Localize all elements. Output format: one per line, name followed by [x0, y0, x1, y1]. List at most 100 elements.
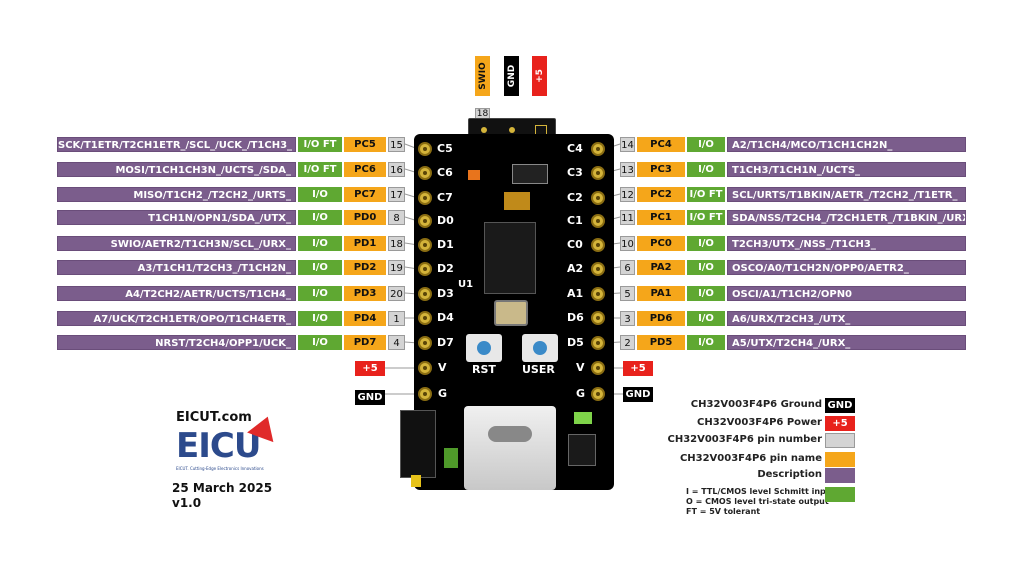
- mcu-chip: [484, 222, 536, 294]
- right-pin-description: A6/URX/T2CH3_/UTX_: [727, 311, 966, 326]
- right-pin-io-type: I/O: [687, 162, 725, 177]
- right-power-tag: +5: [623, 361, 653, 376]
- left-pin-number: 19: [388, 260, 405, 275]
- right-pin-io-type: I/O: [687, 137, 725, 152]
- right-pin-number: 13: [620, 162, 635, 177]
- right-pin-number: 5: [620, 286, 635, 301]
- left-ground-tag: GND: [355, 390, 385, 405]
- right-pin-number: 11: [620, 210, 635, 225]
- left-pad-label: C7: [437, 191, 453, 204]
- right-pad-label: D5: [567, 336, 584, 349]
- right-pin-description: SDA/NSS/T2CH4_/T2CH1ETR_/T1BKIN_/URX_: [727, 210, 966, 225]
- left-ground-pad: [418, 387, 432, 401]
- small-ic: [568, 434, 596, 466]
- logo: EICU: [176, 426, 261, 466]
- left-power-pad: [418, 361, 432, 375]
- header-plus5-tag: +5: [532, 56, 547, 96]
- switch-lever: [411, 475, 421, 487]
- left-pad-label: D2: [437, 262, 454, 275]
- left-power-tag: +5: [355, 361, 385, 376]
- left-pad: [418, 166, 432, 180]
- left-pad: [418, 191, 432, 205]
- user-label: USER: [522, 363, 555, 376]
- right-pin-number: 2: [620, 335, 635, 350]
- left-pad-label: D3: [437, 287, 454, 300]
- left-pin-description: MISO/T1CH2_/T2CH2_/URTS_: [57, 187, 296, 202]
- left-pin-description: SWIO/AETR2/T1CH3N/SCL_/URX_: [57, 236, 296, 251]
- right-pin-name: PC4: [637, 137, 685, 152]
- left-pin-io-type: I/O: [298, 286, 342, 301]
- left-pin-name: PD4: [344, 311, 386, 326]
- legend-power-text: CH32V003F4P6 Power: [697, 417, 822, 428]
- right-pin-name: PA2: [637, 260, 685, 275]
- left-pin-description: SCK/T1ETR/T2CH1ETR_/SCL_/UCK_/T1CH3_: [57, 137, 296, 152]
- diode: [512, 164, 548, 184]
- right-pin-name: PC1: [637, 210, 685, 225]
- right-pin-name: PC0: [637, 236, 685, 251]
- left-pin-name: PD0: [344, 210, 386, 225]
- legend-ground-text: CH32V003F4P6 Ground: [690, 399, 822, 410]
- right-pin-io-type: I/O FT: [687, 187, 725, 202]
- left-pin-name: PD3: [344, 286, 386, 301]
- left-pin-number: 17: [388, 187, 405, 202]
- right-pin-number: 10: [620, 236, 635, 251]
- left-pin-number: 18: [388, 236, 405, 251]
- left-pin-description: A4/T2CH2/AETR/UCTS/T1CH4_: [57, 286, 296, 301]
- voltage-regulator: [504, 192, 530, 210]
- left-pin-description: NRST/T2CH4/OPP1/UCK_: [57, 335, 296, 350]
- left-pad-label: D4: [437, 311, 454, 324]
- right-pad-label: C1: [567, 214, 583, 227]
- crystal: [494, 300, 528, 326]
- left-pin-io-type: I/O: [298, 335, 342, 350]
- release-date: 25 March 2025: [172, 481, 273, 495]
- rst-label: RST: [472, 363, 496, 376]
- left-pin-name: PC6: [344, 162, 386, 177]
- left-pin-number: 20: [388, 286, 405, 301]
- right-pin-io-type: I/O: [687, 335, 725, 350]
- right-pin-description: T2CH3/UTX_/NSS_/T1CH3_: [727, 236, 966, 251]
- right-pin-name: PC3: [637, 162, 685, 177]
- right-pad-label: A1: [567, 287, 584, 300]
- legend-note-ft: FT = 5V tolerant: [686, 507, 761, 516]
- left-pad-label: D7: [437, 336, 454, 349]
- legend-io-swatch: [825, 487, 855, 502]
- left-pin-number: 16: [388, 162, 405, 177]
- left-pad: [418, 142, 432, 156]
- left-pin-name: PD1: [344, 236, 386, 251]
- left-pin-description: A7/UCK/T2CH1ETR/OPO/T1CH4ETR_: [57, 311, 296, 326]
- right-ground-tag: GND: [623, 387, 653, 402]
- left-pin-io-type: I/O FT: [298, 137, 342, 152]
- left-pad: [418, 262, 432, 276]
- left-pin-number: 4: [388, 335, 405, 350]
- legend-pin-number-swatch: [825, 433, 855, 448]
- right-pin-description: SCL/URTS/T1BKIN/AETR_/T2CH2_/T1ETR_: [727, 187, 966, 202]
- reset-button[interactable]: [466, 334, 502, 362]
- user-button[interactable]: [522, 334, 558, 362]
- left-pin-number: 15: [388, 137, 405, 152]
- side-switch: [400, 410, 436, 478]
- left-power-pad-label: V: [438, 361, 447, 374]
- right-pin-io-type: I/O FT: [687, 210, 725, 225]
- left-pad: [418, 311, 432, 325]
- right-pin-number: 3: [620, 311, 635, 326]
- right-pad-label: C4: [567, 142, 583, 155]
- left-pin-number: 1: [388, 311, 405, 326]
- right-pad: [591, 142, 605, 156]
- u1-label: U1: [458, 279, 474, 290]
- right-power-pad-label: V: [576, 361, 585, 374]
- legend-pin-name-text: CH32V003F4P6 pin name: [679, 453, 822, 464]
- left-pin-name: PC7: [344, 187, 386, 202]
- right-pin-number: 6: [620, 260, 635, 275]
- left-pin-io-type: I/O: [298, 311, 342, 326]
- board: U1 RST USER: [414, 134, 614, 490]
- green-component: [444, 448, 458, 468]
- legend-pin-name-swatch: [825, 452, 855, 467]
- usb-c-connector: [464, 406, 556, 490]
- left-pin-name: PD2: [344, 260, 386, 275]
- left-pad: [418, 336, 432, 350]
- right-pin-io-type: I/O: [687, 311, 725, 326]
- left-ground-pad-label: G: [438, 387, 448, 400]
- legend-description-text: Description: [757, 469, 822, 480]
- legend-ground-swatch: GND: [825, 398, 855, 413]
- left-pad-label: C6: [437, 166, 453, 179]
